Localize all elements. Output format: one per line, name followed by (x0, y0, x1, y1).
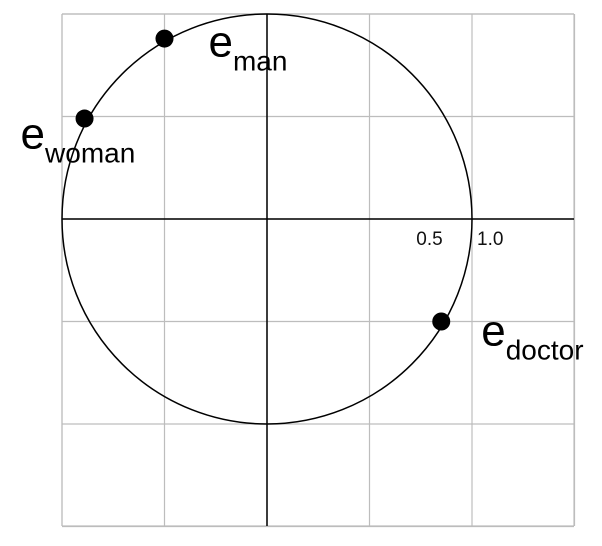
tick-label-1-0: 1.0 (477, 229, 503, 250)
point-doctor (432, 312, 451, 331)
label-man-base: e (209, 18, 233, 67)
label-woman-subscript: woman (44, 138, 135, 169)
label-man-subscript: man (233, 46, 287, 77)
label-doctor: edoctor (481, 307, 583, 366)
label-doctor-subscript: doctor (506, 335, 584, 366)
label-man: eman (209, 18, 288, 77)
grid (61, 13, 576, 528)
label-woman: ewoman (21, 110, 136, 169)
tick-label-0-5: 0.5 (416, 229, 442, 250)
point-woman (75, 109, 94, 128)
axes (62, 14, 574, 526)
point-man (155, 29, 174, 48)
label-woman-base: e (21, 110, 45, 159)
unit-circle (61, 13, 473, 425)
label-doctor-base: e (481, 307, 505, 356)
